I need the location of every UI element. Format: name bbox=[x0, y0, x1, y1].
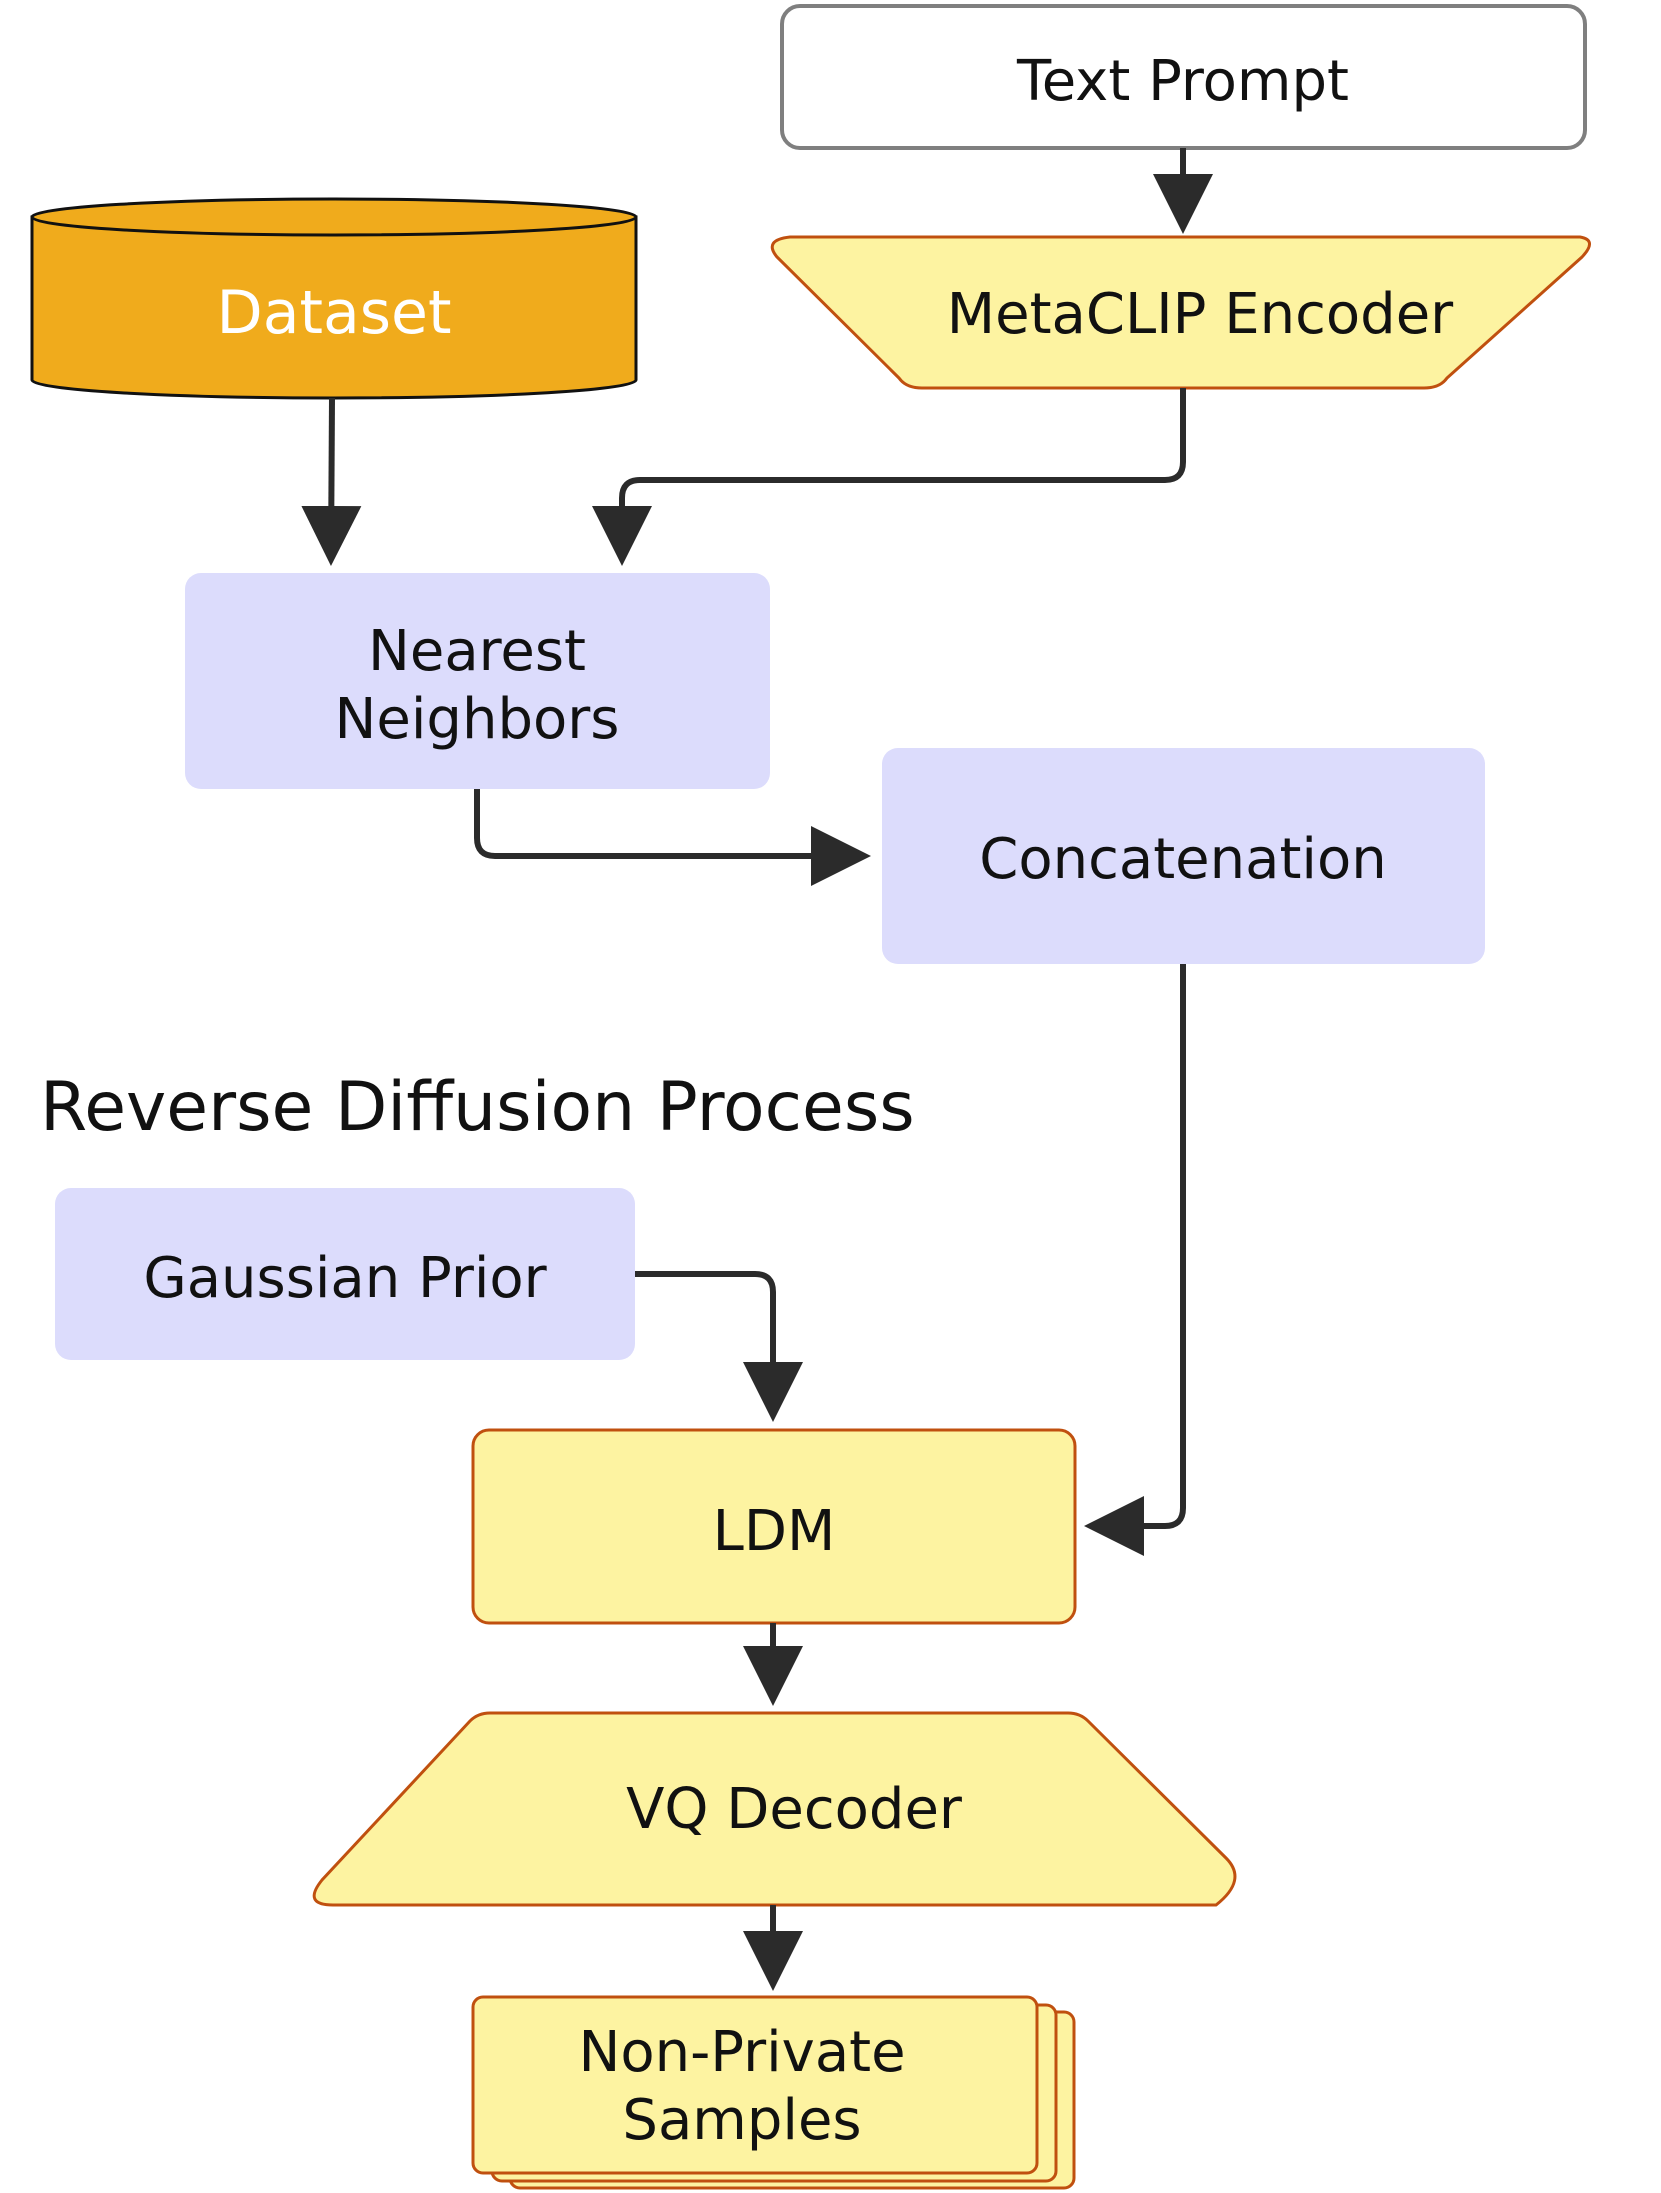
gaussian-prior-label: Gaussian Prior bbox=[143, 1246, 547, 1311]
edge-prior-to-ldm bbox=[635, 1271, 803, 1422]
ldm-label: LDM bbox=[713, 1499, 836, 1564]
edge-encoder-to-neighbors bbox=[592, 388, 1186, 566]
samples-node: Non-Private Samples bbox=[471, 1995, 1076, 2190]
samples-label-line1: Non-Private bbox=[578, 2020, 905, 2085]
nearest-neighbors-label-line2: Neighbors bbox=[335, 687, 620, 752]
dataset-node: Dataset bbox=[30, 197, 638, 400]
text-prompt-node: Text Prompt bbox=[780, 4, 1587, 150]
metaclip-encoder-label: MetaCLIP Encoder bbox=[947, 282, 1454, 347]
samples-label-line2: Samples bbox=[622, 2088, 861, 2153]
metaclip-encoder-node: MetaCLIP Encoder bbox=[770, 235, 1591, 390]
section-label: Reverse Diffusion Process bbox=[40, 1068, 915, 1147]
concatenation-node: Concatenation bbox=[882, 748, 1485, 964]
concatenation-label: Concatenation bbox=[979, 827, 1386, 892]
edge-dataset-to-neighbors bbox=[301, 397, 362, 566]
edge-concatenation-to-ldm bbox=[1084, 964, 1186, 1556]
text-prompt-label: Text Prompt bbox=[1016, 49, 1349, 114]
vq-decoder-node: VQ Decoder bbox=[312, 1711, 1237, 1907]
nearest-neighbors-label-line1: Nearest bbox=[368, 619, 586, 684]
dataset-label: Dataset bbox=[217, 278, 452, 348]
nearest-neighbors-node: Nearest Neighbors bbox=[185, 573, 770, 789]
vq-decoder-label: VQ Decoder bbox=[626, 1777, 963, 1842]
edge-neighbors-to-concatenation bbox=[474, 789, 871, 886]
gaussian-prior-node: Gaussian Prior bbox=[55, 1188, 635, 1360]
ldm-node: LDM bbox=[471, 1428, 1077, 1625]
